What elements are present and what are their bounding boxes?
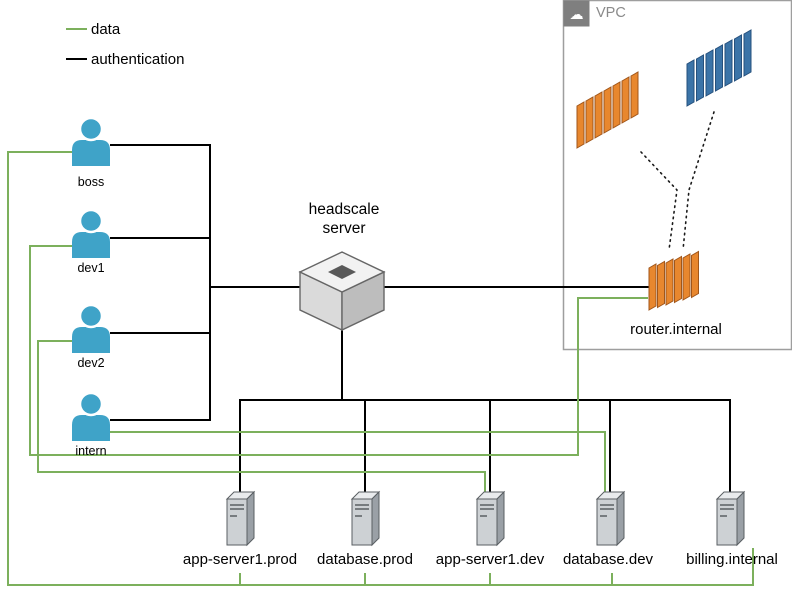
headscale-server-label: headscale server (308, 201, 380, 237)
auth-wires (110, 144, 731, 492)
vpc-orange-stack-icon (576, 71, 639, 149)
server-icon-app-server1-prod (226, 491, 255, 546)
legend-authentication-label: authentication (91, 51, 185, 68)
server-icon-billing-internal (716, 491, 745, 546)
data-wires (7, 151, 754, 586)
server-label-app-server1-dev: app-server1.dev (435, 551, 545, 568)
server-label-database-prod: database.prod (317, 551, 413, 568)
router-internal-label: router.internal (630, 321, 722, 338)
server-label-app-server1-prod: app-server1.prod (182, 551, 298, 568)
headscale-server-icon (298, 251, 386, 332)
server-icon-app-server1-dev (476, 491, 505, 546)
user-label-boss: boss (77, 175, 105, 189)
server-icon-database-dev (596, 491, 625, 546)
vpc-label: VPC (596, 5, 626, 21)
server-label-billing-internal: billing.internal (686, 551, 778, 568)
vpc-dotted-links (640, 111, 715, 251)
router-internal-icon (648, 251, 699, 311)
vpc-cloud-icon: ☁ (570, 7, 584, 23)
user-icon-dev2 (70, 303, 112, 355)
user-label-intern: intern (75, 444, 107, 458)
vpc-blue-stack-icon (686, 29, 752, 107)
legend-swatches (66, 28, 87, 60)
server-icon-database-prod (351, 491, 380, 546)
user-icon-dev1 (70, 208, 112, 260)
user-icon-boss (70, 116, 112, 168)
legend-data-label: data (91, 21, 121, 38)
user-label-dev2: dev2 (77, 356, 105, 370)
user-icon-intern (70, 391, 112, 443)
server-label-database-dev: database.dev (562, 551, 654, 568)
user-label-dev1: dev1 (77, 261, 105, 275)
